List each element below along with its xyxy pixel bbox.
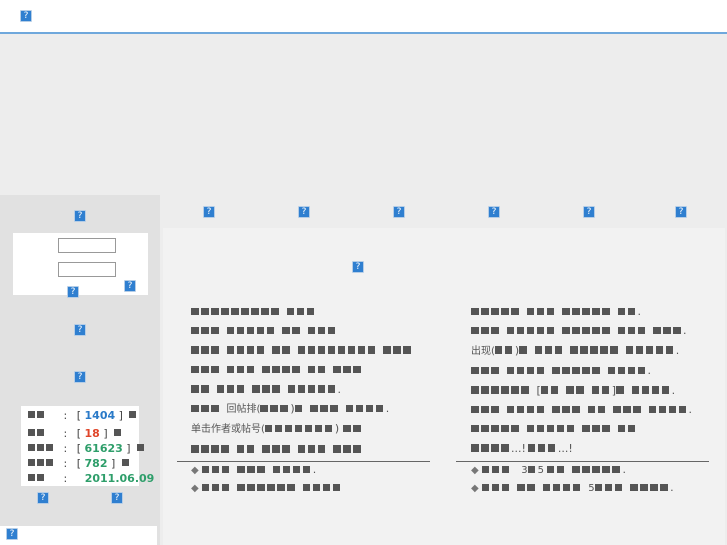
divider [177, 461, 430, 462]
bullet-link[interactable]: ◆5. [471, 481, 674, 494]
nav-icon-6[interactable]: ? [675, 206, 687, 218]
text-line: . [471, 361, 692, 380]
broken-image-icon: ? [74, 210, 86, 222]
nav-icon-3[interactable]: ? [393, 206, 405, 218]
text-line [471, 419, 692, 438]
text-line: 出现(). [471, 343, 680, 357]
bullet-link[interactable]: ◆ [191, 478, 343, 499]
nav-icon-5[interactable]: ? [583, 206, 595, 218]
text-line: . [471, 302, 692, 321]
text-line [191, 341, 413, 360]
top-bar: ? [0, 0, 727, 34]
stat-today: 18 [84, 427, 100, 440]
broken-image-icon[interactable]: ? [20, 10, 32, 22]
stat-row: : 2011.06.09 [28, 472, 154, 486]
forum-stats-box: : [ 1404 ] : [ 18 ] : [ 61623 ] : [ 782 … [21, 406, 154, 486]
text-line: . [471, 400, 692, 419]
broken-image-icon: ? [352, 261, 364, 273]
text-line [191, 360, 413, 379]
text-line: . [191, 380, 413, 399]
nav-icon-1[interactable]: ? [203, 206, 215, 218]
login-button[interactable]: ? [124, 280, 136, 292]
text-line [191, 440, 413, 459]
text-line [191, 321, 413, 340]
broken-image-icon[interactable]: ? [37, 492, 49, 504]
broken-image-icon[interactable]: ? [111, 492, 123, 504]
stat-row: : [ 61623 ] [28, 442, 146, 456]
text-line: 单击作者或帖号() [191, 419, 413, 439]
left-text-column: . 回帖排(). 单击作者或帖号() [191, 302, 413, 459]
bullet-link[interactable]: ◆. [191, 463, 317, 476]
stat-row: : [ 18 ] [28, 427, 123, 441]
broken-image-icon[interactable]: ? [74, 324, 86, 336]
right-text-column: . . 出现(). . []. . ...!...! [471, 302, 692, 458]
stat-posts: 61623 [84, 442, 123, 455]
sidebar-bottom-box: ? [0, 526, 157, 545]
divider [456, 461, 709, 462]
text-line: . [471, 321, 692, 340]
password-field[interactable] [58, 262, 116, 277]
nav-icon-4[interactable]: ? [488, 206, 500, 218]
text-line [191, 302, 413, 321]
register-link-icon[interactable]: ? [67, 286, 79, 298]
stat-topics: 1404 [84, 409, 116, 422]
nav-icon-2[interactable]: ? [298, 206, 310, 218]
nav-strip [163, 195, 727, 228]
broken-image-icon[interactable]: ? [74, 371, 86, 383]
text-line: 回帖排(). [191, 399, 413, 419]
username-field[interactable] [58, 238, 116, 253]
text-line: []. [471, 381, 692, 400]
stat-date: 2011.06.09 [84, 472, 155, 485]
text-line: ...!...! [471, 439, 692, 458]
broken-image-icon[interactable]: ? [6, 528, 18, 540]
stat-row: : [ 782 ] [28, 457, 131, 471]
stat-row: : [ 1404 ] [28, 409, 138, 423]
stat-members: 782 [84, 457, 108, 470]
